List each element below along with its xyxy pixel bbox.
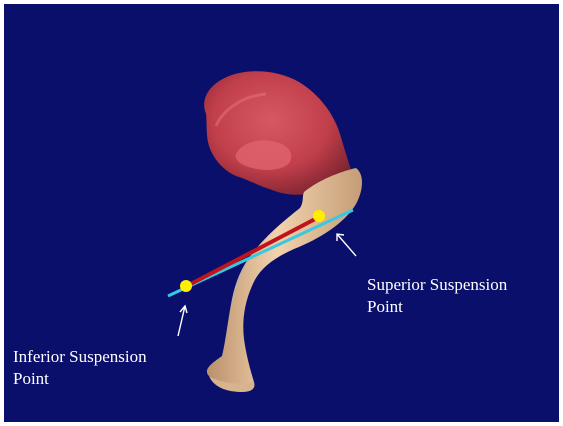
superior-suspension-label: Superior Suspension Point: [367, 274, 507, 318]
scene-panel: Inferior Suspension Point Superior Suspe…: [4, 4, 559, 422]
inferior-label-line2: Point: [13, 368, 147, 390]
superior-arrow: [337, 234, 356, 256]
superior-label-line2: Point: [367, 296, 507, 318]
ventricle: [204, 71, 352, 195]
inferior-arrow: [178, 306, 187, 336]
inferior-suspension-label: Inferior Suspension Point: [13, 346, 147, 390]
inferior-label-line1: Inferior Suspension: [13, 346, 147, 368]
aorta: [207, 168, 362, 392]
superior-label-line1: Superior Suspension: [367, 274, 507, 296]
superior-suspension-point: [313, 210, 325, 222]
inferior-suspension-point: [180, 280, 192, 292]
